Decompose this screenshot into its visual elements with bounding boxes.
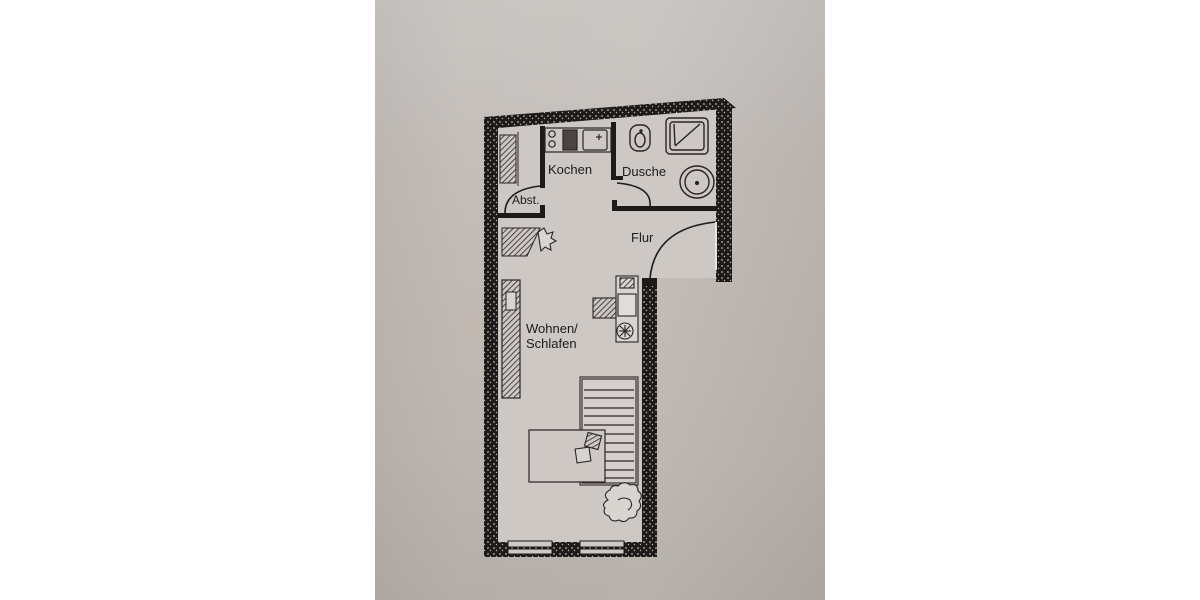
stove-burner-icon — [548, 140, 556, 148]
pillows-icon — [574, 431, 603, 464]
room-label-abst: Abst. — [512, 193, 540, 207]
washbasin-icon — [679, 165, 715, 199]
stove-burner-icon — [548, 130, 556, 138]
room-label-dusche: Dusche — [622, 164, 667, 179]
sideboard — [501, 279, 521, 399]
small-plant-icon — [537, 227, 558, 253]
kitchen-counter — [544, 127, 612, 153]
toilet-icon — [629, 124, 651, 152]
wardrobe — [499, 132, 519, 186]
corner-shelf — [501, 227, 541, 257]
door-swings — [504, 182, 717, 279]
room-label-kochen: Kochen — [548, 162, 593, 177]
inner-walls — [498, 122, 718, 286]
stool-icon — [616, 322, 634, 340]
chair-icon — [592, 297, 617, 319]
windows — [507, 540, 625, 555]
room-label-wohnen: Wohnen/ — [526, 321, 578, 336]
large-plant-icon — [603, 482, 642, 523]
shower-tray-icon — [665, 117, 709, 155]
room-label-schlafen: Schlafen — [526, 336, 577, 351]
room-label-flur: Flur — [631, 230, 654, 245]
